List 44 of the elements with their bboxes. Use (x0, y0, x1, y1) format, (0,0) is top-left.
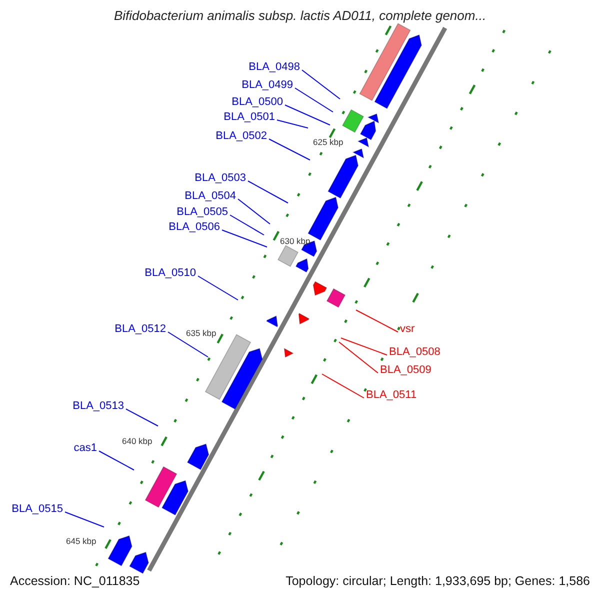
gene-label: BLA_0508 (389, 346, 440, 359)
gene-label: BLA_0500 (232, 96, 283, 109)
leader-line (276, 120, 308, 128)
gene-label: BLA_0501 (224, 111, 275, 124)
leader-line (222, 230, 268, 248)
leader-line (238, 198, 270, 224)
gene-label: BLA_0512 (114, 323, 166, 336)
position-label: 625 kbp (313, 137, 344, 147)
gene-label: BLA_0503 (194, 172, 246, 185)
gene-label: BLA_0511 (366, 389, 417, 402)
genome-info: Topology: circular; Length: 1,933,695 bp; Genes: 1,586 (286, 574, 590, 588)
leader-line (338, 342, 378, 374)
gene-label: BLA_0498 (248, 61, 300, 74)
gene-label: BLA_0504 (184, 190, 236, 203)
leader-line (230, 214, 264, 236)
chart-title: Bifidobacterium animalis subsp. lactis AD011, complete genom... (112, 8, 488, 23)
leader-line (302, 70, 340, 100)
gene-label: BLA_0509 (380, 364, 432, 377)
gene-label: BLA_0506 (168, 221, 220, 234)
gene-label: BLA_0510 (144, 267, 196, 280)
leader-line (322, 374, 364, 398)
position-label: 635 kbp (186, 328, 216, 338)
leader-line (356, 310, 398, 332)
gene-label: BLA_0505 (176, 206, 228, 219)
gene-label: cas1 (74, 442, 97, 455)
leader-line (64, 512, 104, 528)
leader-line (126, 408, 158, 426)
gene-label: BLA_0502 (216, 130, 267, 143)
leader-line (198, 276, 238, 300)
gene-label: BLA_0515 (12, 503, 63, 516)
gene-label: vsr (400, 323, 415, 336)
leader-line (284, 104, 330, 126)
position-label: 640 kbp (122, 436, 152, 446)
leader-line (168, 332, 208, 358)
position-label: 645 kbp (66, 536, 96, 546)
position-label: 630 kbp (280, 236, 310, 246)
gene-label: BLA_0513 (72, 400, 124, 413)
leader-line (294, 88, 334, 112)
gene-label: BLA_0499 (242, 79, 293, 92)
leader-line (248, 180, 288, 204)
leader-line (98, 450, 134, 470)
leader-line (340, 338, 388, 356)
leader-line (268, 138, 310, 160)
genome-info: Accession: NC_011835 (10, 574, 140, 588)
